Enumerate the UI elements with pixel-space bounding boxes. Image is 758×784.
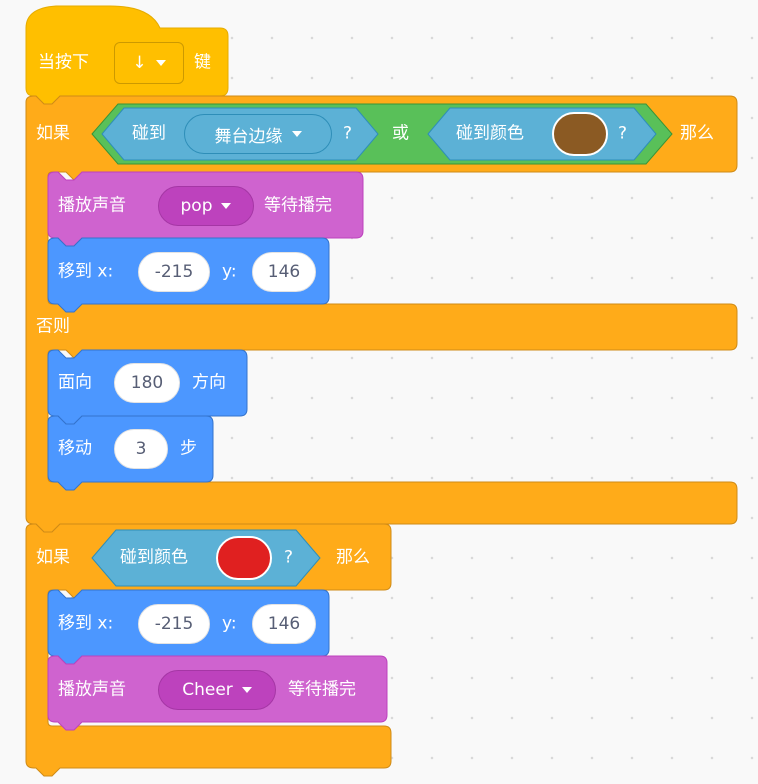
or-operator-label: 或: [392, 123, 409, 144]
key-suffix-label: 键: [194, 52, 211, 73]
if-label: 如果: [36, 123, 70, 144]
if-label: 如果: [36, 547, 70, 568]
x-input[interactable]: -215: [138, 604, 210, 644]
question-mark-label: ?: [618, 123, 628, 144]
question-mark-label: ?: [284, 547, 294, 568]
brown-color-swatch[interactable]: [552, 112, 608, 156]
then-label: 那么: [336, 547, 370, 568]
chevron-down-icon: [241, 687, 252, 693]
direction-input[interactable]: 180: [114, 363, 180, 403]
y-label: y:: [222, 613, 237, 634]
x-input[interactable]: -215: [138, 252, 210, 292]
then-label: 那么: [680, 123, 714, 144]
y-label: y:: [222, 261, 237, 282]
when-key-pressed-label: 当按下: [38, 52, 89, 73]
sound-dropdown[interactable]: Cheer: [158, 670, 276, 710]
steps-input[interactable]: 3: [114, 429, 168, 469]
touching-label: 碰到: [132, 123, 166, 144]
key-dropdown-value: ↓: [132, 53, 147, 73]
move-label: 移动: [58, 438, 92, 459]
else-label: 否则: [36, 316, 70, 337]
question-mark-label: ?: [343, 123, 353, 144]
until-done-label: 等待播完: [264, 195, 332, 216]
go-to-x-label: 移到 x:: [58, 613, 114, 634]
sound-dropdown[interactable]: pop: [158, 186, 254, 226]
touching-color-label: 碰到颜色: [456, 123, 524, 144]
steps-suffix-label: 步: [180, 438, 197, 459]
chevron-down-icon: [155, 60, 166, 66]
point-in-direction-label: 面向: [58, 372, 92, 393]
touching-target-value: 舞台边缘: [214, 126, 283, 147]
y-input[interactable]: 146: [252, 604, 316, 644]
play-sound-label: 播放声音: [58, 679, 126, 700]
sound-dropdown-value: pop: [180, 196, 213, 216]
sound-dropdown-value: Cheer: [182, 680, 233, 700]
touching-target-dropdown[interactable]: 舞台边缘: [184, 114, 332, 154]
chevron-down-icon: [291, 131, 302, 137]
play-sound-label: 播放声音: [58, 195, 126, 216]
go-to-x-label: 移到 x:: [58, 261, 114, 282]
red-color-swatch[interactable]: [216, 536, 272, 580]
touching-color-label: 碰到颜色: [120, 547, 188, 568]
chevron-down-icon: [221, 203, 232, 209]
y-input[interactable]: 146: [252, 252, 316, 292]
until-done-label: 等待播完: [288, 679, 356, 700]
if-else-block[interactable]: [25, 95, 738, 533]
key-dropdown[interactable]: ↓: [114, 42, 184, 84]
direction-suffix-label: 方向: [192, 372, 226, 393]
